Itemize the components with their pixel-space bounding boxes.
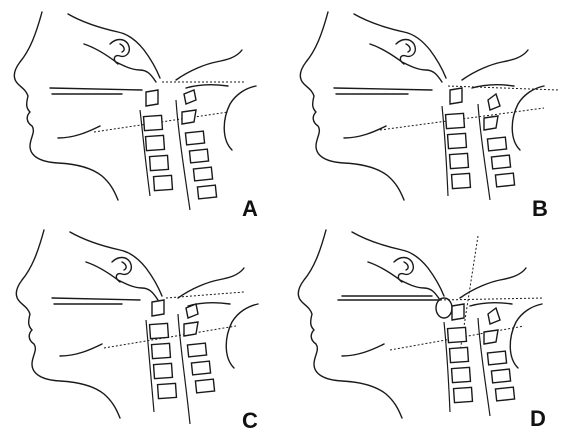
panel-a: A bbox=[0, 0, 282, 216]
head-neck-drawing-d bbox=[282, 216, 564, 432]
panel-c: C bbox=[0, 216, 282, 432]
head-neck-drawing-c bbox=[0, 216, 282, 432]
panel-label-c: C bbox=[242, 410, 258, 432]
panel-b: B bbox=[282, 0, 564, 216]
panel-label-d: D bbox=[530, 408, 546, 430]
head-neck-drawing-a bbox=[0, 0, 282, 216]
head-neck-drawing-b bbox=[282, 0, 564, 216]
panel-d: D bbox=[282, 216, 564, 432]
